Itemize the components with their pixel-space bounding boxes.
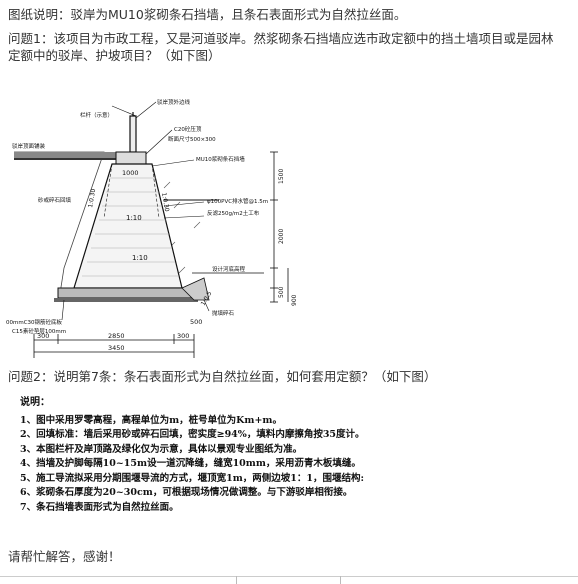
dim-h2000: 2000 bbox=[278, 229, 285, 244]
paving-top bbox=[14, 152, 126, 160]
notes-block: 说明： 1、图中采用罗零高程，高程单位为m，桩号单位为Km+m。 2、回填标准：… bbox=[20, 396, 365, 515]
dim-w3450: 3450 bbox=[108, 344, 125, 352]
label-geotextile: 反滤250g/m2土工布 bbox=[207, 209, 260, 217]
label-railing: 栏杆（示意） bbox=[80, 111, 113, 119]
label-mu10: MU10浆砌条石挡墙 bbox=[196, 155, 245, 163]
note-item: 4、挡墙及护脚每隔10~15m设一道沉降缝，缝宽10mm，采用沥青木板填缝。 bbox=[20, 458, 361, 469]
dim-w300a: 300 bbox=[37, 332, 49, 340]
base-slab bbox=[54, 287, 198, 302]
drawing-svg: 栏杆（示意） 驳岸顶外边线 C20砼压顶 断面尺寸500×300 MU10浆砌条… bbox=[6, 98, 298, 358]
label-pvc-pipe: φ100PVC排水管@1.5m bbox=[207, 197, 268, 205]
bottom-divider bbox=[0, 576, 578, 577]
label-foot-pad: 00mmC30钢筋砼底板 bbox=[6, 318, 63, 326]
wall-body bbox=[73, 163, 183, 289]
dim-h500: 500 bbox=[278, 286, 285, 298]
dim-slope-left: 1:0.30 bbox=[87, 188, 97, 208]
notes-title: 说明： bbox=[20, 397, 50, 408]
label-c20-cap: C20砼压顶 bbox=[174, 125, 202, 133]
note-item: 3、本图栏杆及岸顶路及绿化仅为示意，具体以景观专业图纸为准。 bbox=[20, 443, 303, 455]
dim-1000: 1000 bbox=[122, 169, 139, 177]
retaining-wall-section-drawing: 栏杆（示意） 驳岸顶外边线 C20砼压顶 断面尺寸500×300 MU10浆砌条… bbox=[4, 68, 304, 368]
note-item: 1、图中采用罗零高程，高程单位为m，桩号单位为Km+m。 bbox=[20, 414, 282, 426]
label-c15: C15素砼垫层100mm bbox=[12, 327, 66, 335]
dim-w2850: 2850 bbox=[108, 332, 125, 340]
dim-slope-mid1: 1:10 bbox=[126, 214, 142, 222]
footer-text: 请帮忙解答，感谢！ bbox=[8, 549, 121, 564]
dim-w300b: 300 bbox=[177, 332, 189, 340]
railing bbox=[129, 112, 137, 153]
label-water-level: 设计河底高程 bbox=[212, 265, 246, 273]
dim-h900: 900 bbox=[291, 294, 298, 306]
dim-w500: 500 bbox=[190, 318, 202, 326]
c20-cap bbox=[115, 151, 147, 165]
note-item: 5、施工导流拟采用分期围堰导流的方式，堰顶宽1m，两侧边坡1：1，围堰结构: bbox=[20, 472, 365, 484]
dim-slope-mid2: 1:10 bbox=[132, 254, 148, 262]
label-paving: 驳岸顶面铺装 bbox=[12, 142, 46, 150]
leader-lines bbox=[61, 101, 210, 321]
label-wall-top-edge: 驳岸顶外边线 bbox=[157, 98, 191, 106]
toe-riprap bbox=[181, 277, 210, 301]
question-1-text: 问题1：该项目为市政工程，又是河道驳岸。然浆砌条石挡墙应选市政定额中的挡土墙项目… bbox=[8, 31, 554, 63]
note-item: 6、浆砌条石厚度为20~30cm，可根据现场情况做调整。与下游驳岸相衔接。 bbox=[20, 487, 353, 498]
label-cap-section: 断面尺寸500×300 bbox=[168, 135, 216, 143]
vertical-dim-line bbox=[270, 151, 289, 303]
divider-tick bbox=[340, 576, 341, 584]
dim-slope-right: 1:0.30 bbox=[160, 192, 170, 212]
label-fill: 砂或碎石回填 bbox=[38, 196, 72, 204]
divider-tick bbox=[236, 576, 237, 584]
bottom-dim-lines bbox=[33, 334, 195, 358]
note-item: 7、条石挡墙表面形式为自然拉丝面。 bbox=[20, 501, 179, 513]
question-2-text: 问题2：说明第7条：条石表面形式为自然拉丝面，如何套用定额？（如下图） bbox=[8, 369, 437, 384]
note-item: 2、回填标准：墙后采用砂或碎石回填，密实度≥94%，填料内摩擦角按35度计。 bbox=[20, 429, 365, 440]
label-foundation: 抛填碎石 bbox=[212, 309, 235, 317]
dim-h1500: 1500 bbox=[278, 169, 285, 184]
intro-text: 图纸说明：驳岸为MU10浆砌条石挡墙，且条石表面形式为自然拉丝面。 bbox=[8, 7, 407, 22]
